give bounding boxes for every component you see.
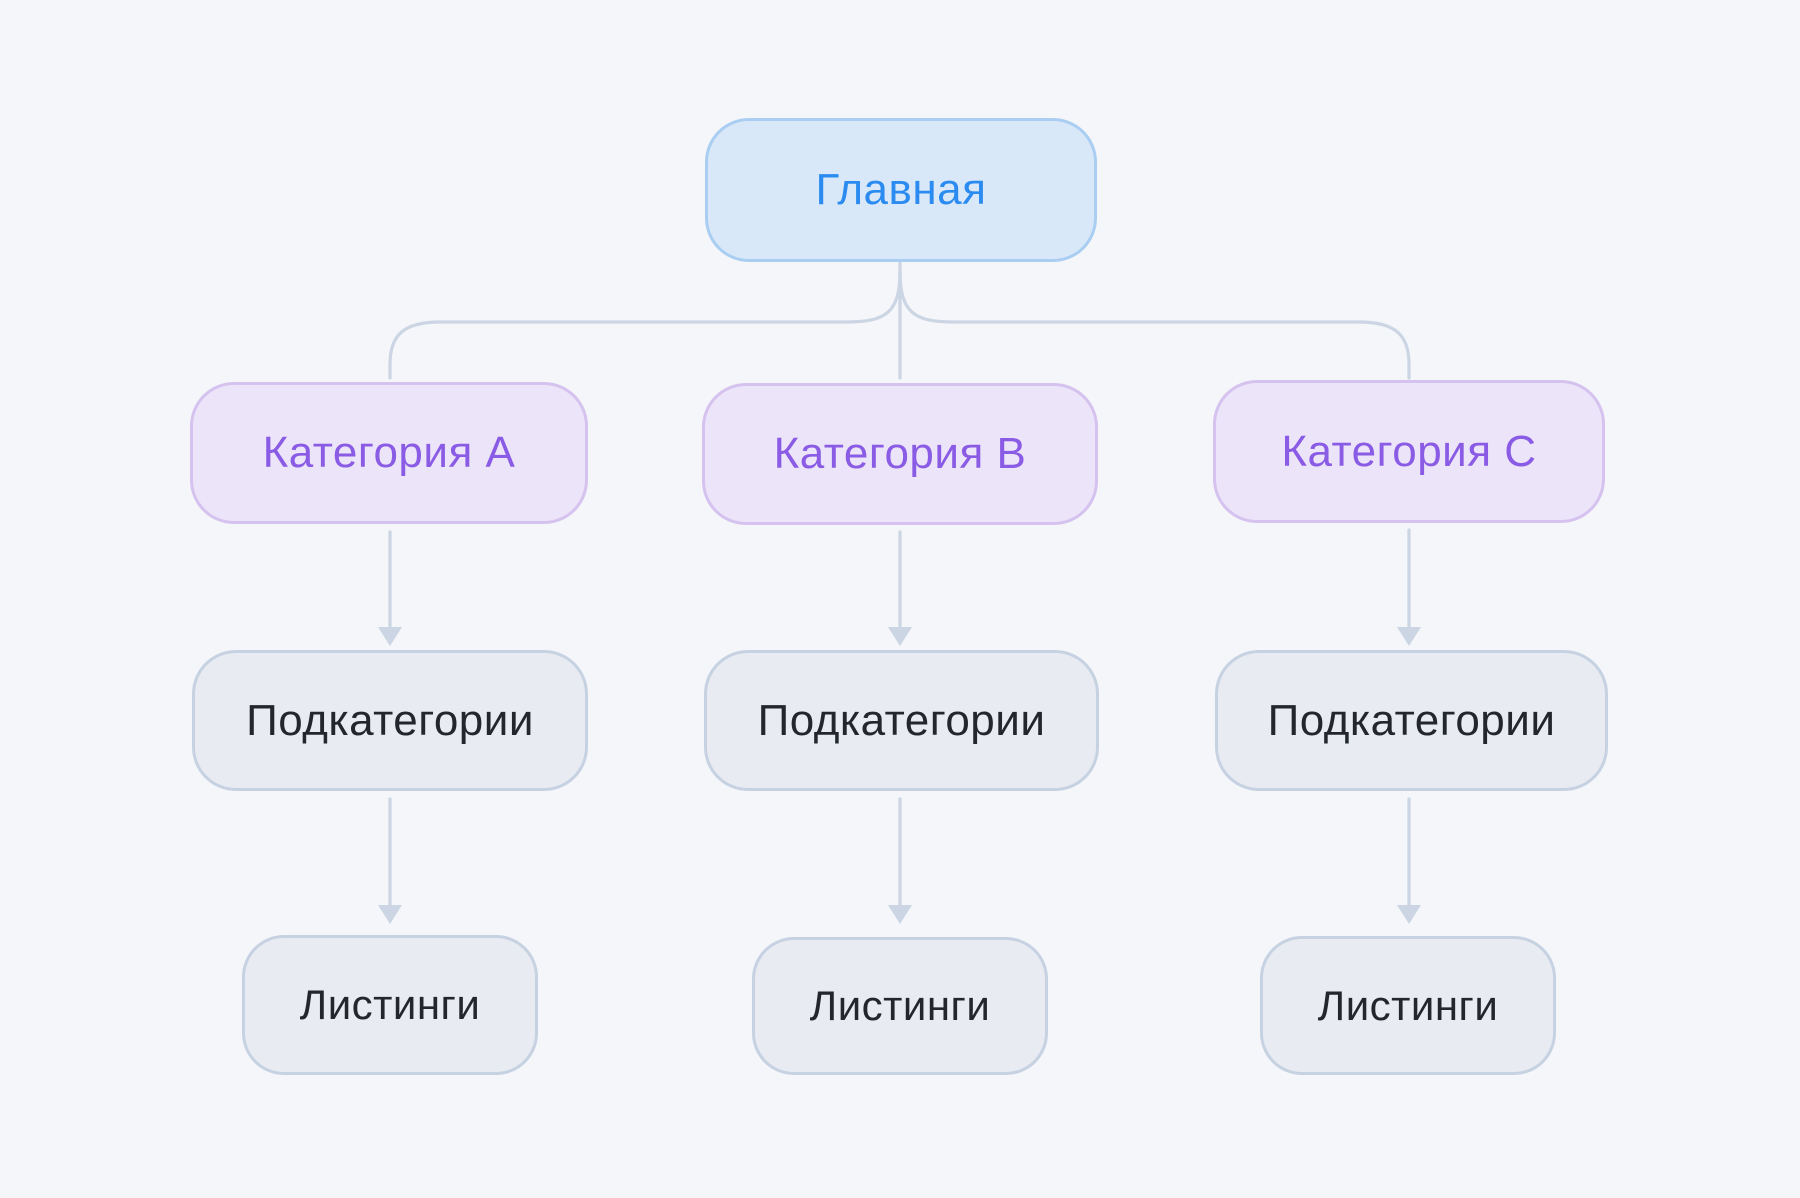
node-listings-b-label: Листинги xyxy=(809,982,991,1029)
node-category-b-label: Категория B xyxy=(773,429,1027,478)
connector-home-to-category-a xyxy=(388,270,902,380)
node-subcategories-c: Подкатегории xyxy=(1215,650,1608,791)
node-category-b: Категория B xyxy=(702,383,1098,525)
node-home-label: Главная xyxy=(815,165,987,214)
arrowhead-category-a xyxy=(378,627,402,646)
node-category-c: Категория C xyxy=(1213,380,1605,523)
node-listings-a-label: Листинги xyxy=(299,981,481,1028)
arrowhead-subcategories-a xyxy=(378,905,402,924)
node-listings-b: Листинги xyxy=(752,937,1048,1075)
node-subcategories-a: Подкатегории xyxy=(192,650,588,791)
node-home: Главная xyxy=(705,118,1097,262)
arrowhead-subcategories-c xyxy=(1397,905,1421,924)
node-category-a: Категория A xyxy=(190,382,588,524)
arrowhead-category-c xyxy=(1397,627,1421,646)
node-category-c-label: Категория C xyxy=(1281,426,1537,476)
node-listings-c: Листинги xyxy=(1260,936,1556,1075)
node-subcategories-b-label: Подкатегории xyxy=(757,695,1046,745)
node-category-a-label: Категория A xyxy=(262,428,516,477)
node-subcategories-c-label: Подкатегории xyxy=(1267,695,1556,745)
node-listings-a: Листинги xyxy=(242,935,538,1075)
node-subcategories-b: Подкатегории xyxy=(704,650,1099,791)
connector-home-to-category-c xyxy=(898,270,1411,380)
node-listings-c-label: Листинги xyxy=(1317,981,1499,1029)
node-subcategories-a-label: Подкатегории xyxy=(246,695,534,745)
arrowhead-subcategories-b xyxy=(888,905,912,924)
arrowhead-category-b xyxy=(888,627,912,646)
